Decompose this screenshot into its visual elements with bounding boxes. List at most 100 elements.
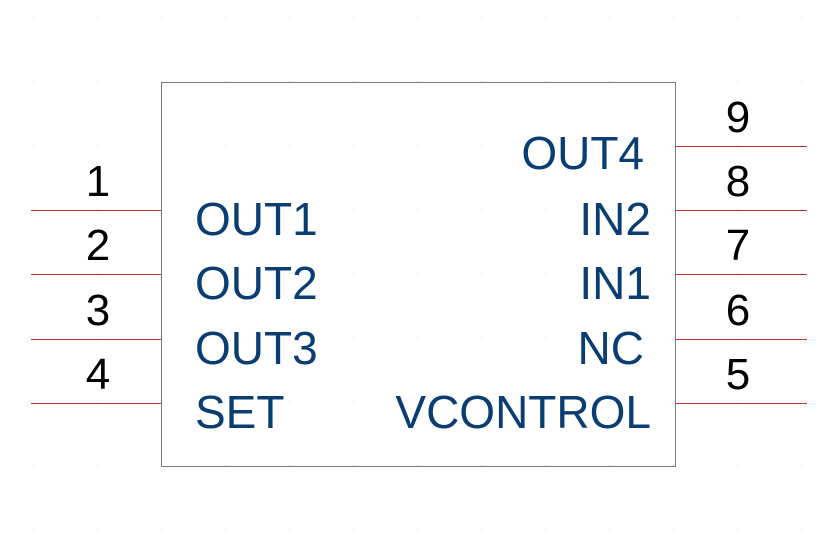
grid-dot bbox=[737, 465, 738, 466]
grid-dot bbox=[545, 465, 546, 466]
grid-dot bbox=[33, 273, 34, 274]
pin-7-line[interactable] bbox=[676, 274, 807, 275]
pin-6-line[interactable] bbox=[676, 339, 807, 340]
pin-4-label: SET bbox=[195, 386, 285, 438]
grid-dot bbox=[481, 401, 482, 402]
grid-dot bbox=[609, 401, 610, 402]
grid-dot bbox=[225, 401, 226, 402]
grid-dot bbox=[417, 145, 418, 146]
grid-dot bbox=[801, 401, 802, 402]
grid-dot bbox=[225, 529, 226, 530]
grid-dot bbox=[545, 401, 546, 402]
grid-dot bbox=[289, 17, 290, 18]
grid-dot bbox=[481, 145, 482, 146]
grid-dot bbox=[673, 529, 674, 530]
pin-3-number: 3 bbox=[85, 286, 111, 335]
grid-dot bbox=[353, 529, 354, 530]
pin-5-label: VCONTROL bbox=[395, 386, 651, 438]
pin-5-line[interactable] bbox=[676, 403, 807, 404]
grid-dot bbox=[609, 145, 610, 146]
grid-dot bbox=[97, 17, 98, 18]
pin-4-line[interactable] bbox=[31, 403, 161, 404]
grid-dot bbox=[289, 465, 290, 466]
grid-dot bbox=[545, 337, 546, 338]
grid-dot bbox=[481, 81, 482, 82]
grid-dot bbox=[161, 529, 162, 530]
grid-dot bbox=[353, 17, 354, 18]
grid-dot bbox=[801, 209, 802, 210]
pin-5-number: 5 bbox=[725, 350, 751, 399]
grid-dot bbox=[33, 145, 34, 146]
grid-dot bbox=[225, 273, 226, 274]
grid-dot bbox=[737, 337, 738, 338]
grid-dot bbox=[545, 529, 546, 530]
grid-dot bbox=[417, 273, 418, 274]
grid-dot bbox=[673, 273, 674, 274]
grid-dot bbox=[481, 17, 482, 18]
grid-dot bbox=[481, 465, 482, 466]
grid-dot bbox=[673, 465, 674, 466]
pin-6-number: 6 bbox=[725, 286, 751, 335]
pin-9-line[interactable] bbox=[676, 146, 807, 147]
grid-dot bbox=[481, 529, 482, 530]
grid-dot bbox=[289, 145, 290, 146]
grid-dot bbox=[289, 401, 290, 402]
grid-dot bbox=[161, 17, 162, 18]
grid-dot bbox=[353, 81, 354, 82]
pin-6-label: NC bbox=[577, 322, 644, 374]
grid-dot bbox=[33, 401, 34, 402]
pin-1-line[interactable] bbox=[31, 210, 161, 211]
grid-dot bbox=[481, 273, 482, 274]
pin-1-number: 1 bbox=[85, 157, 111, 206]
grid-dot bbox=[609, 273, 610, 274]
grid-dot bbox=[97, 81, 98, 82]
grid-dot bbox=[97, 273, 98, 274]
grid-dot bbox=[225, 337, 226, 338]
grid-dot bbox=[737, 145, 738, 146]
grid-dot bbox=[673, 337, 674, 338]
pin-2-line[interactable] bbox=[31, 274, 161, 275]
grid-dot bbox=[481, 209, 482, 210]
grid-dot bbox=[97, 465, 98, 466]
pin-7-label: IN1 bbox=[579, 257, 651, 309]
grid-dot bbox=[417, 465, 418, 466]
grid-dot bbox=[33, 209, 34, 210]
grid-dot bbox=[33, 337, 34, 338]
grid-dot bbox=[801, 145, 802, 146]
pin-4-number: 4 bbox=[85, 350, 111, 399]
grid-dot bbox=[289, 273, 290, 274]
grid-dot bbox=[417, 337, 418, 338]
pin-3-line[interactable] bbox=[31, 339, 161, 340]
grid-dot bbox=[609, 209, 610, 210]
grid-dot bbox=[225, 17, 226, 18]
grid-dot bbox=[353, 273, 354, 274]
pin-8-line[interactable] bbox=[676, 210, 807, 211]
grid-dot bbox=[481, 337, 482, 338]
grid-dot bbox=[289, 337, 290, 338]
pin-9-number: 9 bbox=[725, 93, 751, 142]
grid-dot bbox=[737, 209, 738, 210]
pin-8-number: 8 bbox=[725, 157, 751, 206]
grid-dot bbox=[33, 529, 34, 530]
grid-dot bbox=[161, 81, 162, 82]
grid-dot bbox=[737, 81, 738, 82]
grid-dot bbox=[673, 145, 674, 146]
grid-dot bbox=[417, 401, 418, 402]
grid-dot bbox=[289, 209, 290, 210]
grid-dot bbox=[417, 17, 418, 18]
component-body[interactable] bbox=[161, 82, 676, 467]
grid-dot bbox=[737, 17, 738, 18]
grid-dot bbox=[97, 209, 98, 210]
grid-dot bbox=[33, 17, 34, 18]
grid-dot bbox=[225, 465, 226, 466]
grid-dot bbox=[801, 465, 802, 466]
grid-dot bbox=[417, 81, 418, 82]
grid-dot bbox=[673, 17, 674, 18]
grid-dot bbox=[545, 145, 546, 146]
grid-dot bbox=[609, 465, 610, 466]
grid-dot bbox=[353, 401, 354, 402]
grid-dot bbox=[353, 145, 354, 146]
grid-dot bbox=[353, 337, 354, 338]
pin-2-number: 2 bbox=[85, 221, 111, 270]
grid-dot bbox=[33, 81, 34, 82]
